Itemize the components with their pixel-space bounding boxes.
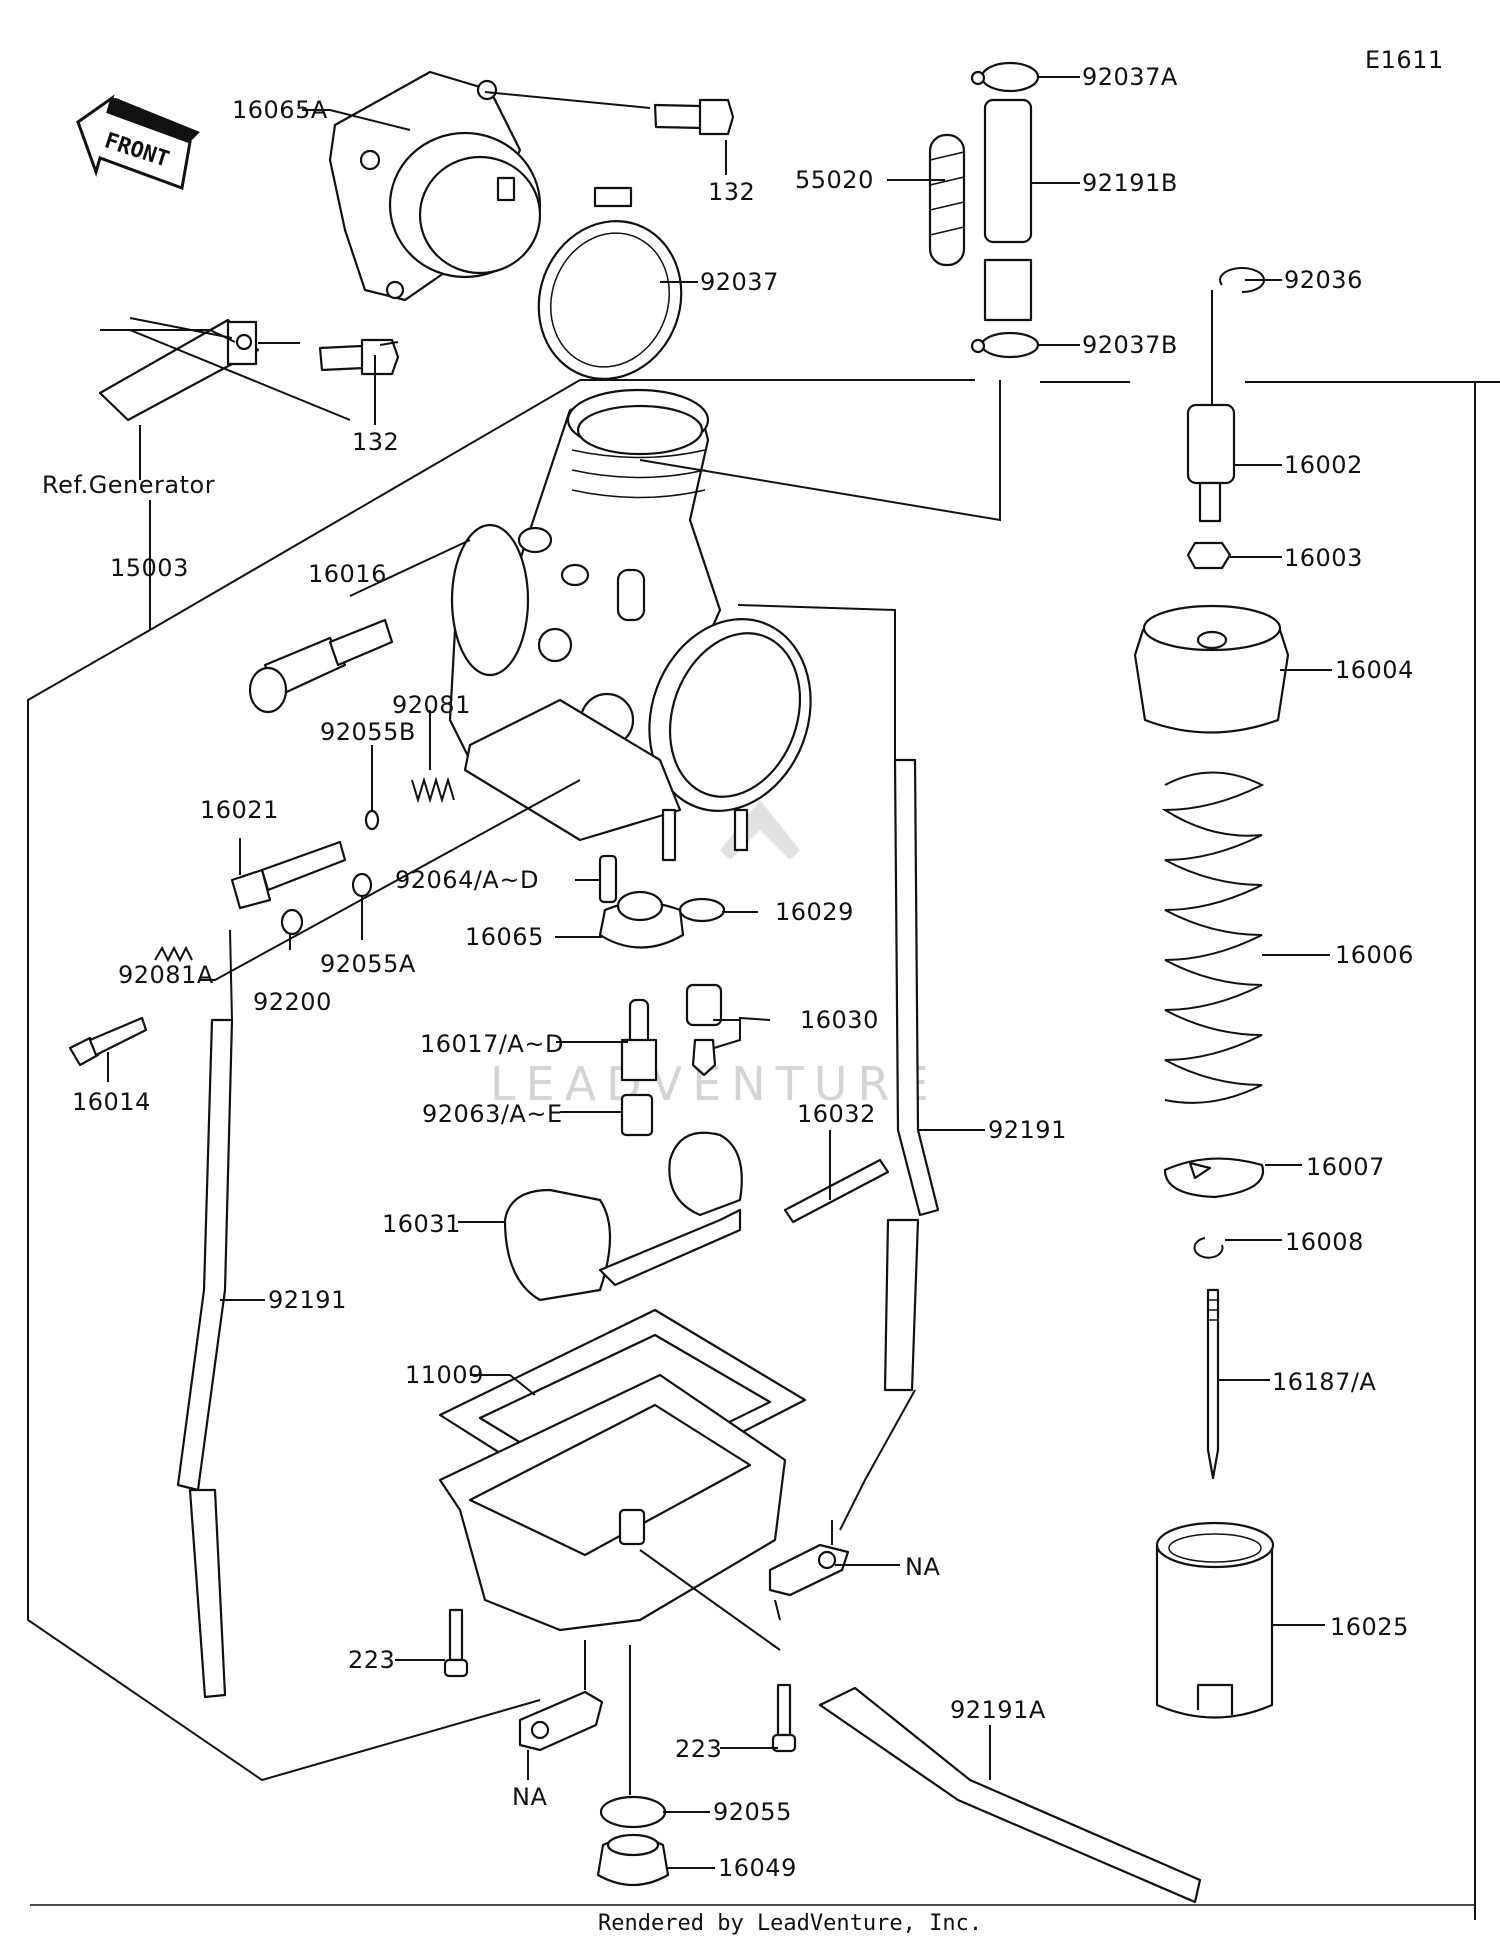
label-16008: 16008: [1285, 1228, 1364, 1256]
label-92055B: 92055B: [320, 718, 416, 746]
label-55020: 55020: [795, 166, 874, 194]
hose-92191-right: [883, 758, 940, 1392]
label-92036: 92036: [1284, 266, 1363, 294]
label-92055: 92055: [713, 1798, 792, 1826]
clip-92036: [1219, 267, 1265, 293]
label-16030: 16030: [800, 1006, 879, 1034]
label-92037B: 92037B: [1082, 331, 1178, 359]
nut-16003: [1186, 541, 1232, 570]
jet-92064: [598, 854, 618, 904]
washer-16029: [678, 897, 726, 923]
label-16049: 16049: [718, 1854, 797, 1882]
bracket-NA-right: [768, 1543, 850, 1597]
throttle-valve-16025: [1155, 1521, 1275, 1719]
needle-jet-16017: [620, 998, 658, 1082]
label-16006: 16006: [1335, 941, 1414, 969]
label-16187: 16187/A: [1272, 1368, 1376, 1396]
screw-16014: [68, 1016, 148, 1067]
label-92037: 92037: [700, 268, 779, 296]
washer-92037A: [970, 61, 1040, 93]
label-132-top: 132: [708, 178, 755, 206]
needle-16187: [1206, 1288, 1220, 1480]
diagram-code: E1611: [1365, 46, 1444, 74]
washer-92200: [280, 908, 304, 936]
clamp-92037: [537, 186, 683, 380]
label-NA-right: NA: [905, 1553, 940, 1581]
label-16014: 16014: [72, 1088, 151, 1116]
label-16021: 16021: [200, 796, 279, 824]
label-16065A: 16065A: [232, 96, 328, 124]
label-16032: 16032: [797, 1100, 876, 1128]
label-223-left: 223: [348, 1646, 395, 1674]
label-16016: 16016: [308, 560, 387, 588]
tube-92191B: [983, 98, 1033, 322]
clip-16008: [1193, 1237, 1224, 1259]
label-92081: 92081: [392, 691, 471, 719]
jet-block-16065: [598, 890, 685, 949]
label-16007: 16007: [1306, 1153, 1385, 1181]
bolt-132-lower: [318, 338, 400, 376]
cap-16002: [1186, 403, 1236, 523]
float-16031: [503, 1131, 743, 1302]
label-92191B: 92191B: [1082, 169, 1178, 197]
screw-223-left: [443, 1608, 469, 1678]
label-16003: 16003: [1284, 544, 1363, 572]
carburetor-body-15003: [448, 388, 812, 862]
oring-92055B: [364, 809, 380, 831]
leader-lines: [27, 76, 1500, 1920]
pilot-screw-16021: [230, 840, 347, 910]
label-92037A: 92037A: [1082, 63, 1178, 91]
label-132-lower: 132: [352, 428, 399, 456]
part-labels: 16065A 132 92037 92037A 55020 92191B 920…: [42, 63, 1414, 1882]
cable-adjuster-16016: [248, 618, 394, 714]
hose-92191-left: [176, 1018, 234, 1699]
oring-92055A: [351, 872, 373, 898]
label-16002: 16002: [1284, 451, 1363, 479]
label-16065: 16065: [465, 923, 544, 951]
spring-16006: [1161, 771, 1265, 1104]
float-pin-16032: [783, 1158, 890, 1224]
ref-generator-label: Ref.Generator: [42, 471, 215, 499]
plate-16007: [1163, 1157, 1265, 1199]
generator-bracket: [98, 318, 260, 422]
label-NA-left: NA: [512, 1783, 547, 1811]
washer-92037B: [970, 331, 1040, 359]
front-arrow-icon: FRONT: [76, 94, 200, 191]
label-16004: 16004: [1335, 656, 1414, 684]
oring-92055: [599, 1795, 667, 1829]
label-92081A: 92081A: [118, 961, 214, 989]
bolt-132-top: [653, 98, 735, 136]
label-92063: 92063/A~E: [422, 1100, 563, 1128]
float-valve-16030: [685, 983, 723, 1077]
drain-plug-16049: [596, 1833, 670, 1886]
intake-holder-16065A: [328, 70, 542, 302]
label-92191-left: 92191: [268, 1286, 347, 1314]
label-16025: 16025: [1330, 1613, 1409, 1641]
label-92064: 92064/A~D: [395, 866, 539, 894]
screw-223-right: [771, 1683, 797, 1753]
top-16004: [1133, 604, 1290, 734]
label-223-right: 223: [675, 1735, 722, 1763]
hose-92191A: [818, 1686, 1202, 1904]
spring-55020: [928, 133, 966, 267]
label-16029: 16029: [775, 898, 854, 926]
float-bowl: [438, 1373, 787, 1632]
footer-credit: Rendered by LeadVenture, Inc.: [598, 1911, 982, 1936]
main-jet-92063: [620, 1093, 654, 1137]
label-92055A: 92055A: [320, 950, 416, 978]
label-92191-right: 92191: [988, 1116, 1067, 1144]
label-16031: 16031: [382, 1210, 461, 1238]
spring-92081A: [154, 945, 193, 963]
label-16017: 16017/A~D: [420, 1030, 564, 1058]
label-92200: 92200: [253, 988, 332, 1016]
bracket-NA-left: [518, 1690, 604, 1752]
label-92191A: 92191A: [950, 1696, 1046, 1724]
label-11009: 11009: [405, 1361, 484, 1389]
label-15003: 15003: [110, 554, 189, 582]
spring-92081: [411, 776, 455, 804]
